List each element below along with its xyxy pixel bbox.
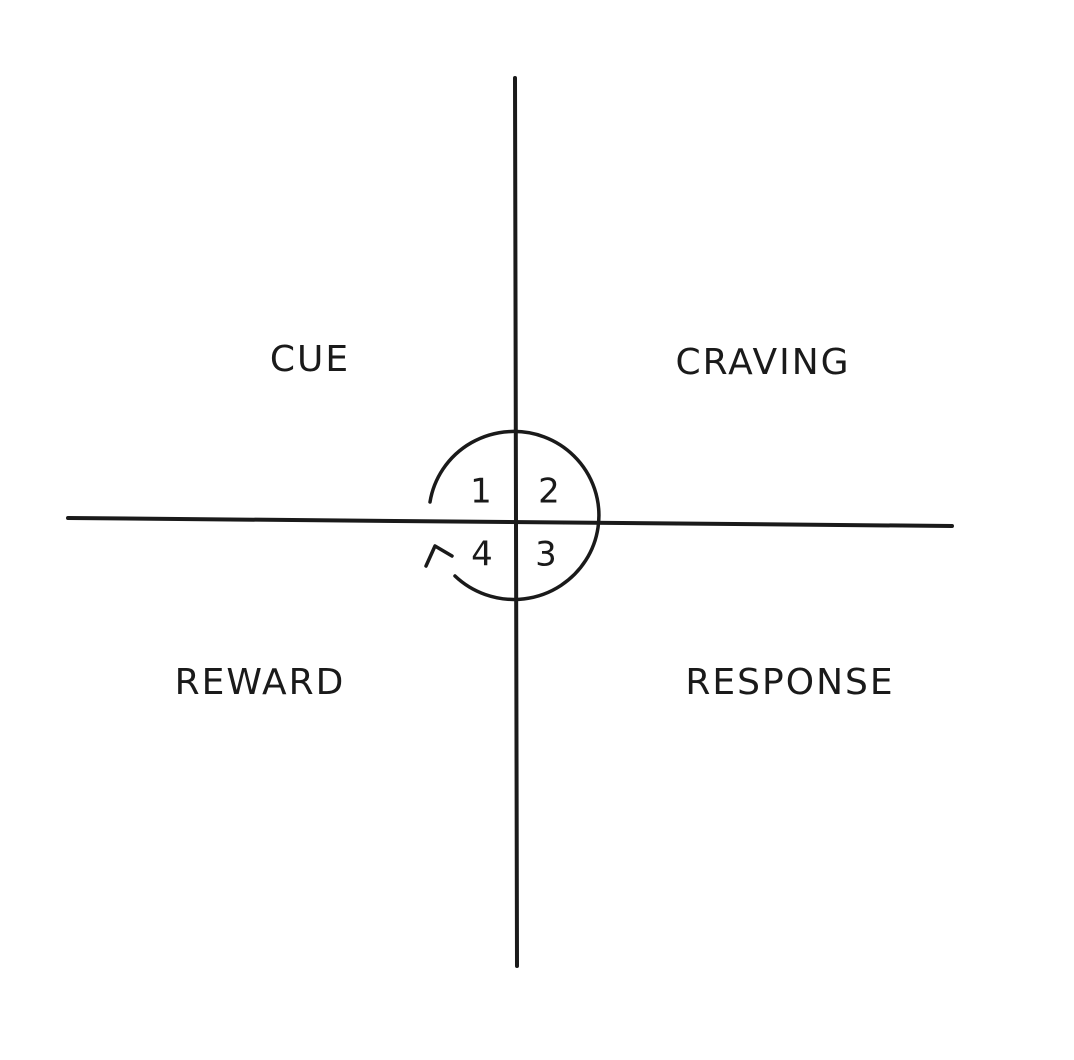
step-number-4: 4	[471, 535, 493, 575]
cycle-arc	[428, 429, 601, 602]
quadrant-label-response: RESPONSE	[685, 662, 894, 703]
step-number-2: 2	[538, 472, 560, 512]
step-number-1: 1	[470, 472, 492, 512]
quadrant-label-cue: CUE	[270, 339, 350, 380]
horizontal-axis	[66, 516, 954, 528]
cycle-arrow-head	[424, 544, 454, 568]
quadrant-label-reward: REWARD	[175, 662, 346, 703]
step-number-3: 3	[535, 535, 557, 575]
quadrant-label-craving: CRAVING	[675, 342, 850, 383]
cycle-arrow-icon	[424, 429, 601, 602]
